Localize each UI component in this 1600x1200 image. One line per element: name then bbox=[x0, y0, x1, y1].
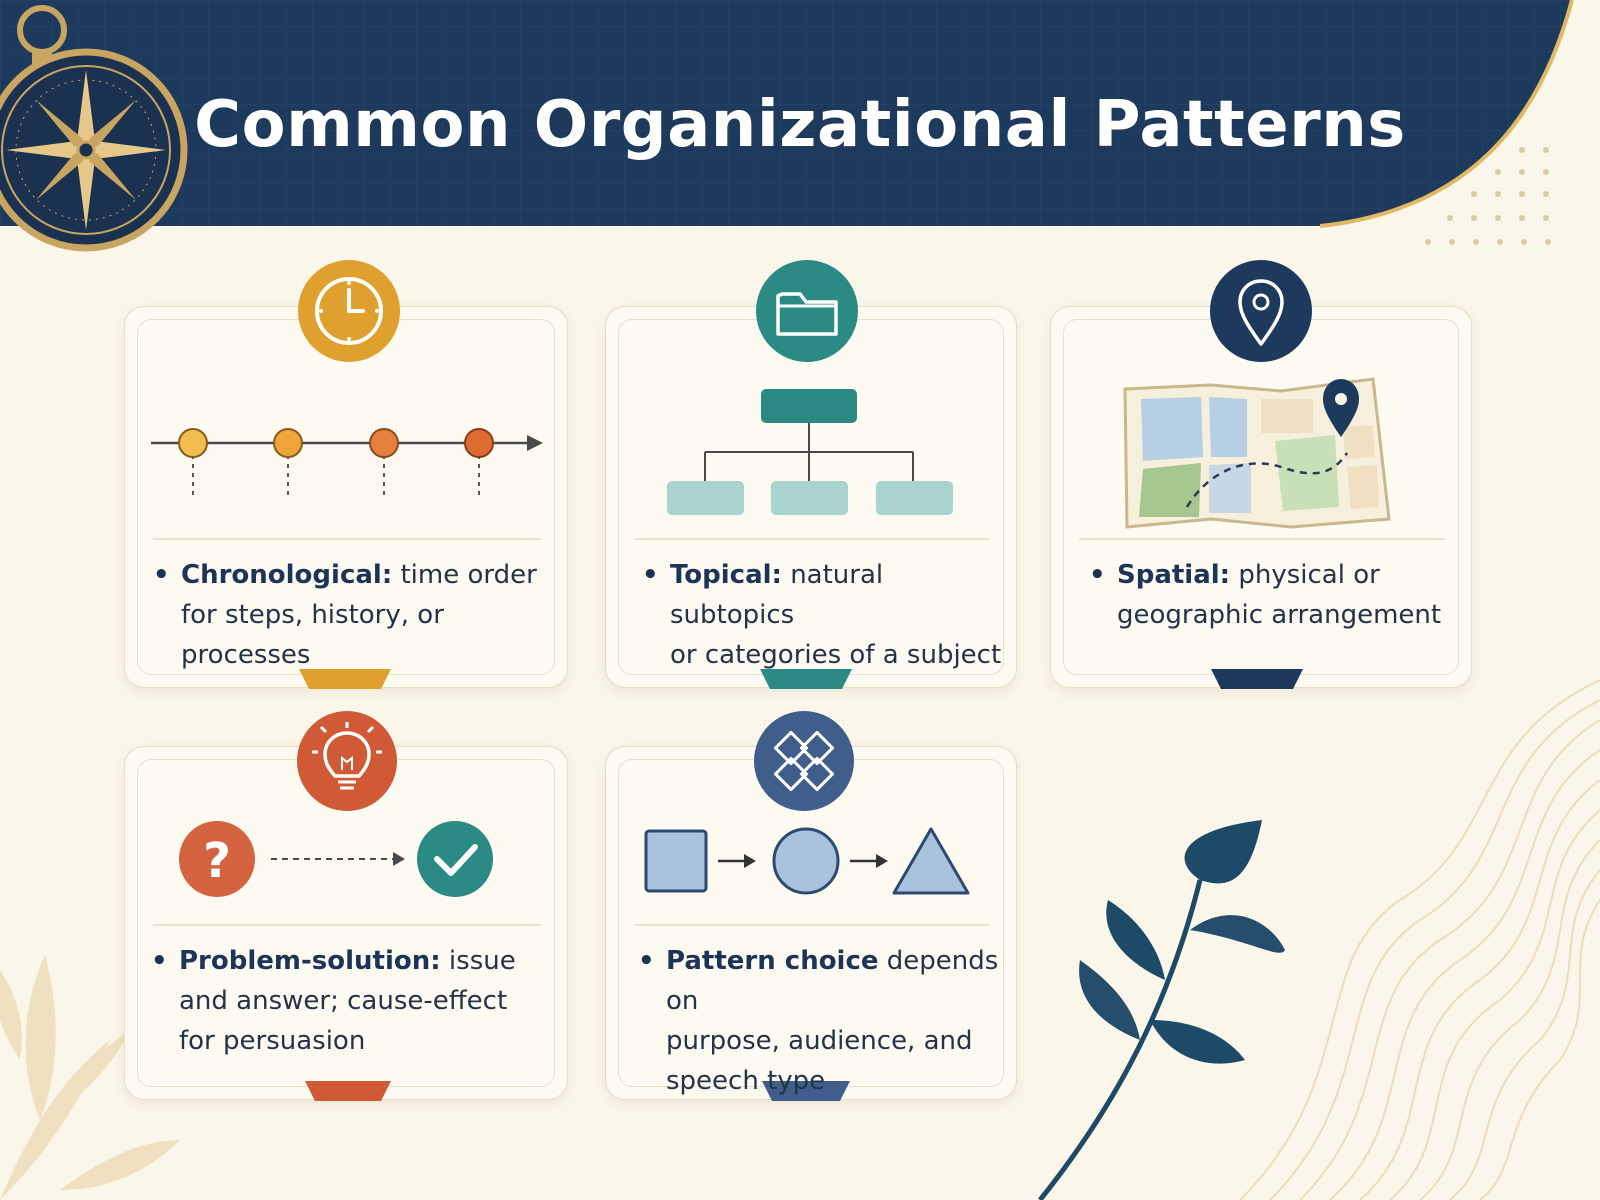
card-topical: • Topical: natural subtopics or categori… bbox=[605, 306, 1017, 689]
pattern-term: Problem-solution: bbox=[179, 946, 441, 976]
bullet-marker: • bbox=[153, 560, 170, 590]
compass-icon bbox=[0, 5, 188, 252]
shape-sequence-illustration bbox=[634, 827, 990, 1101]
card-problem-solution: ? • Problem-solution: issue and answer; … bbox=[124, 746, 568, 1101]
pattern-term: Chronological: bbox=[181, 560, 393, 590]
pattern-text: and answer; cause-effect bbox=[179, 986, 508, 1016]
leaf-decoration-left bbox=[0, 955, 180, 1200]
pattern-term: Topical: bbox=[670, 560, 782, 590]
pattern-text: speech type bbox=[666, 1066, 826, 1096]
bullet-marker: • bbox=[1089, 560, 1106, 590]
wave-lines-decoration bbox=[1239, 679, 1600, 1200]
map-illustration bbox=[1079, 377, 1445, 689]
pattern-text: physical or bbox=[1238, 560, 1380, 590]
svg-text:?: ? bbox=[203, 833, 231, 889]
pattern-text: for persuasion bbox=[179, 1026, 366, 1056]
pattern-text: issue bbox=[448, 946, 516, 976]
bullet-marker: • bbox=[638, 946, 655, 976]
timeline-illustration bbox=[151, 428, 543, 689]
leaf-branch-decoration bbox=[1038, 820, 1285, 1200]
card-pattern-choice: • Pattern choice depends on purpose, aud… bbox=[605, 746, 1017, 1101]
bullet-marker: • bbox=[642, 560, 659, 590]
dot-grid-decoration bbox=[1425, 147, 1551, 245]
page-title: Common Organizational Patterns bbox=[194, 88, 1406, 162]
pattern-text: natural subtopics bbox=[670, 560, 884, 630]
bullet-marker: • bbox=[151, 946, 168, 976]
card-description: • Topical: natural subtopics or categori… bbox=[642, 555, 1010, 675]
header-band bbox=[0, 0, 1574, 228]
card-description: • Chronological: time order for steps, h… bbox=[153, 555, 551, 675]
card-description: • Pattern choice depends on purpose, aud… bbox=[638, 941, 1012, 1101]
pattern-text: or categories of a subject bbox=[670, 640, 1002, 670]
pattern-term: Pattern choice bbox=[666, 946, 879, 976]
card-chronological: • Chronological: time order for steps, h… bbox=[124, 306, 568, 689]
pattern-text: geographic arrangement bbox=[1117, 600, 1442, 630]
card-description: • Problem-solution: issue and answer; ca… bbox=[151, 941, 549, 1061]
pattern-text: time order bbox=[400, 560, 537, 590]
hierarchy-illustration bbox=[634, 389, 990, 689]
problem-solution-illustration: ? bbox=[153, 821, 541, 1101]
card-description: • Spatial: physical or geographic arrang… bbox=[1089, 555, 1457, 635]
pattern-term: Spatial: bbox=[1117, 560, 1231, 590]
card-spatial: • Spatial: physical or geographic arrang… bbox=[1050, 306, 1472, 689]
pattern-text: purpose, audience, and bbox=[666, 1026, 973, 1056]
pattern-text: depends on bbox=[666, 946, 999, 1016]
pattern-text: for steps, history, or processes bbox=[181, 600, 444, 670]
